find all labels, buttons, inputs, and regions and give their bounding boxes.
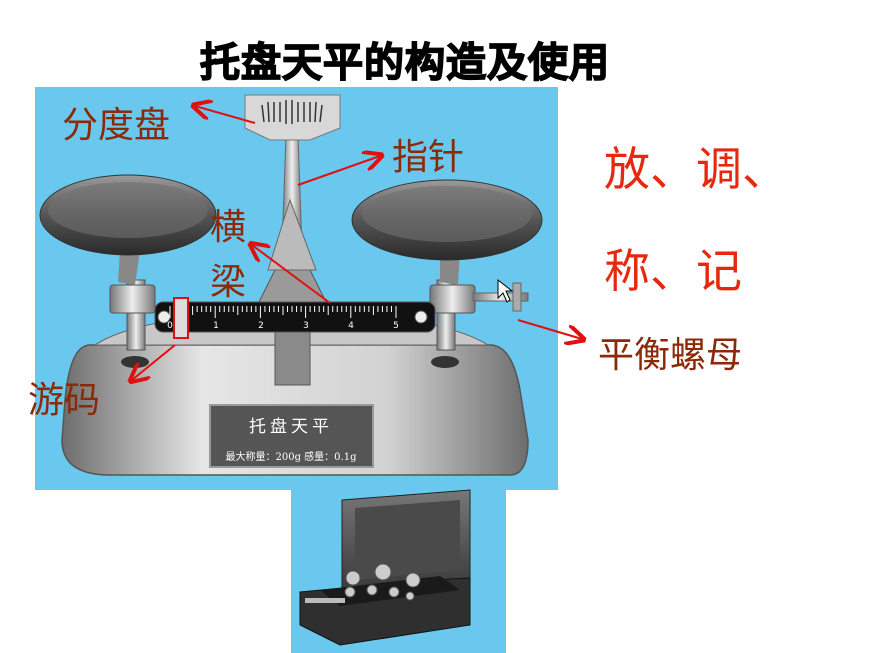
dial xyxy=(244,94,341,141)
label-beam-2: 梁 xyxy=(210,262,247,303)
scale-label-1: 1 xyxy=(213,321,219,331)
rider xyxy=(173,297,189,339)
scale-label-3: 3 xyxy=(303,321,309,331)
arrow-pointer xyxy=(297,156,380,186)
right-pan xyxy=(351,179,543,285)
label-rider: 游码 xyxy=(28,380,101,421)
label-dial: 分度盘 xyxy=(62,105,171,146)
scale-label-5: 5 xyxy=(393,321,399,331)
arrow-balance-nut xyxy=(517,319,582,339)
arrow-dial xyxy=(195,106,256,124)
balance-nut xyxy=(472,278,529,312)
page-title: 托盘天平的构造及使用 xyxy=(199,39,610,87)
label-balance-nut: 平衡螺母 xyxy=(598,335,743,376)
left-pan xyxy=(39,174,217,285)
nameplate-name: 托盘天平 xyxy=(249,417,333,437)
scale-label-2: 2 xyxy=(258,321,264,331)
nameplate-spec: 最大称量：200g 感量：0.1g xyxy=(226,450,358,463)
label-pointer: 指针 xyxy=(392,137,465,178)
steps-line-1: 放、调、 xyxy=(604,142,788,196)
label-beam-1: 横 xyxy=(210,207,247,248)
weight-box xyxy=(299,489,471,646)
arrow-rider xyxy=(132,344,176,380)
steps-line-2: 称、记 xyxy=(604,244,742,298)
arrow-beam xyxy=(252,245,331,304)
scale-label-0: 0 xyxy=(167,321,173,331)
pointer xyxy=(267,134,317,271)
nameplate: 托盘天平 最大称量：200g 感量：0.1g xyxy=(209,404,374,468)
beam: 0 1 2 3 4 5 xyxy=(154,301,436,333)
scale-label-4: 4 xyxy=(348,321,354,331)
